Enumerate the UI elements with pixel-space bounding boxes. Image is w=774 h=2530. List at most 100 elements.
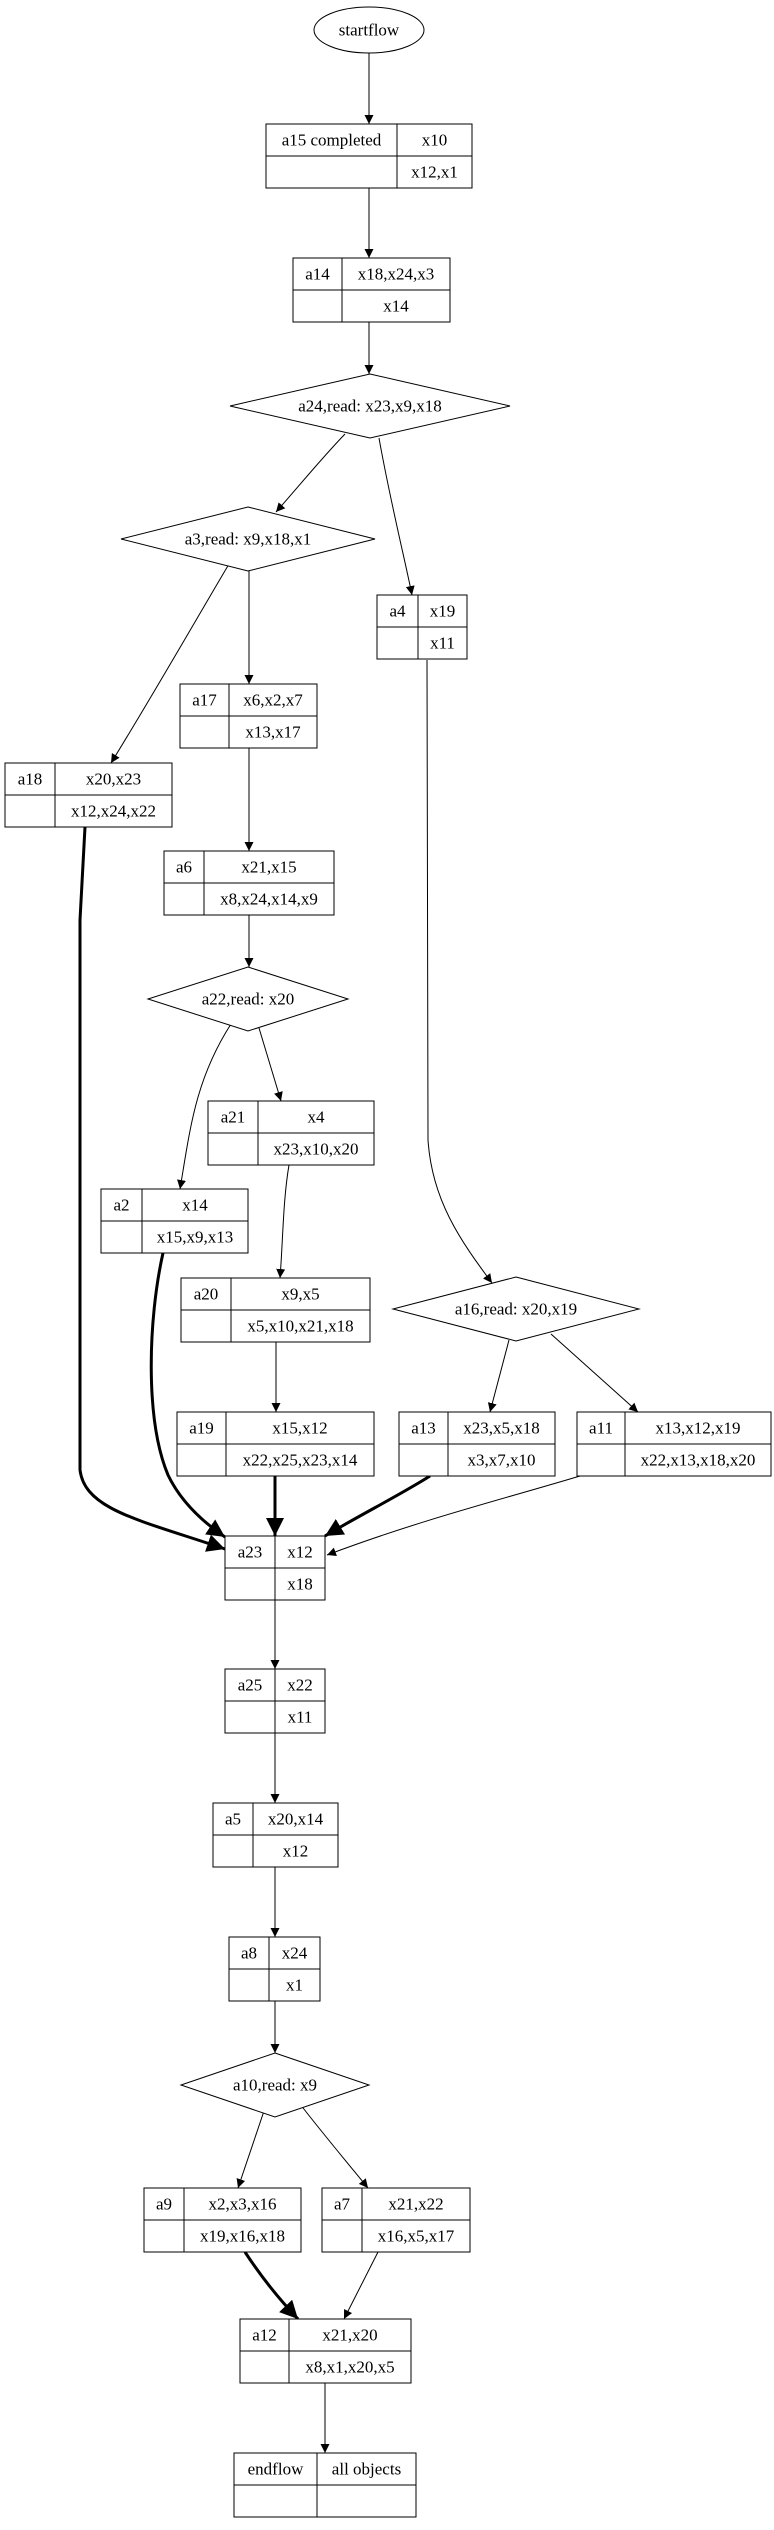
decision-label: a22,read: x20	[202, 990, 295, 1009]
activity-name: a6	[176, 858, 192, 877]
activity-name: a7	[334, 2195, 351, 2214]
decision-diamond	[179, 2052, 371, 2118]
node-endflow[interactable]: endflow all objects	[233, 2452, 417, 2518]
edge-a4-to-a16	[426, 659, 493, 1284]
write-objects: x10	[422, 131, 448, 150]
decision-label: a16,read: x20,x19	[455, 1300, 577, 1319]
node-a6[interactable]: a6 x21,x15 x8,x24,x14,x9	[163, 850, 335, 916]
node-a13[interactable]: a13 x23,x5,x18 x3,x7,x10	[398, 1411, 556, 1477]
read-objects: x23,x10,x20	[274, 1140, 359, 1159]
node-a14[interactable]: a14 x18,x24,x3 x14	[292, 257, 451, 323]
read-objects: x22,x13,x18,x20	[641, 1451, 756, 1470]
activity-name: a25	[238, 1676, 263, 1695]
write-objects: x6,x2,x7	[243, 691, 303, 710]
node-a16[interactable]: a16,read: x20,x19	[391, 1276, 641, 1342]
read-objects: x12	[283, 1842, 309, 1861]
write-objects: x20,x23	[86, 770, 141, 789]
node-startflow[interactable]: startflow	[313, 6, 425, 54]
decision-diamond	[146, 966, 350, 1032]
edge-a21-to-a20	[276, 1164, 290, 1279]
activity-name: a13	[411, 1419, 436, 1438]
read-objects: x14	[383, 297, 409, 316]
activity-name: a2	[113, 1196, 129, 1215]
edge-a3-to-a18	[110, 563, 230, 764]
activity-name: a11	[589, 1419, 613, 1438]
read-objects: x22,x25,x23,x14	[243, 1451, 358, 1470]
read-objects: x16,x5,x17	[378, 2227, 455, 2246]
write-objects: x22	[287, 1676, 313, 1695]
decision-label: a10,read: x9	[233, 2076, 317, 2095]
read-objects: x15,x9,x13	[157, 1228, 234, 1247]
node-a24[interactable]: a24,read: x23,x9,x18	[229, 373, 511, 439]
edge-a16-to-a13	[487, 1339, 510, 1413]
node-a22[interactable]: a22,read: x20	[146, 966, 350, 1032]
node-a19[interactable]: a19 x15,x12 x22,x25,x23,x14	[176, 1411, 375, 1477]
write-objects: x21,x15	[241, 858, 296, 877]
write-objects: x19	[430, 602, 456, 621]
edge-a22-to-a21	[258, 1027, 283, 1102]
read-objects: x8,x1,x20,x5	[305, 2358, 394, 2377]
write-objects: x14	[182, 1196, 208, 1215]
read-objects: x8,x24,x14,x9	[220, 890, 318, 909]
node-label: startflow	[339, 21, 400, 40]
decision-diamond	[120, 506, 376, 572]
read-objects: x19,x16,x18	[200, 2227, 285, 2246]
node-a2[interactable]: a2 x14 x15,x9,x13	[100, 1188, 249, 1254]
write-objects: x20,x14	[268, 1810, 324, 1829]
edge-a10-to-a9	[236, 2110, 265, 2189]
read-objects: x5,x10,x21,x18	[247, 1317, 353, 1336]
activity-name: a18	[18, 770, 43, 789]
node-a4[interactable]: a4 x19 x11	[376, 594, 468, 660]
write-objects: x2,x3,x16	[209, 2195, 277, 2214]
node-a3[interactable]: a3,read: x9,x18,x1	[120, 506, 376, 572]
activity-name: a4	[389, 602, 406, 621]
edge-a10-to-a7	[299, 2103, 369, 2189]
write-objects: x24	[282, 1944, 308, 1963]
read-objects: x12,x1	[411, 163, 458, 182]
read-objects: x3,x7,x10	[468, 1451, 536, 1470]
activity-name: a19	[189, 1419, 214, 1438]
node-a25[interactable]: a25 x22 x11	[224, 1668, 326, 1734]
read-objects: x11	[288, 1708, 313, 1727]
decision-label: a24,read: x23,x9,x18	[298, 397, 442, 416]
edge-a2-to-a23	[149, 1252, 226, 1539]
decision-label: a3,read: x9,x18,x1	[185, 530, 312, 549]
read-objects: x11	[430, 634, 455, 653]
write-objects: x18,x24,x3	[358, 265, 435, 284]
edge-a13-to-a23	[324, 1474, 431, 1538]
start-ellipse	[313, 6, 425, 54]
write-objects: x21,x20	[322, 2326, 377, 2345]
decision-diamond	[391, 1276, 641, 1342]
write-objects: x15,x12	[272, 1419, 327, 1438]
write-objects: x9,x5	[281, 1285, 319, 1304]
node-a10[interactable]: a10,read: x9	[179, 2052, 371, 2118]
activity-name: a17	[192, 691, 217, 710]
write-objects: all objects	[332, 2460, 401, 2479]
read-objects: x18	[287, 1575, 313, 1594]
edge-a22-to-a2	[177, 1023, 232, 1190]
read-objects: x12,x24,x22	[71, 802, 156, 821]
activity-name: a14	[305, 265, 330, 284]
decision-diamond	[229, 373, 511, 439]
read-objects: x1	[286, 1976, 303, 1995]
write-objects: x4	[308, 1108, 326, 1127]
activity-name: endflow	[248, 2460, 304, 2479]
node-a17[interactable]: a17 x6,x2,x7 x13,x17	[179, 683, 318, 749]
edge-a16-to-a11	[550, 1333, 639, 1413]
activity-name: a23	[238, 1543, 263, 1562]
write-objects: x23,x5,x18	[463, 1419, 540, 1438]
edge-a9-to-a12	[243, 2251, 300, 2321]
read-objects: x13,x17	[245, 723, 301, 742]
node-a18[interactable]: a18 x20,x23 x12,x24,x22	[4, 762, 173, 828]
